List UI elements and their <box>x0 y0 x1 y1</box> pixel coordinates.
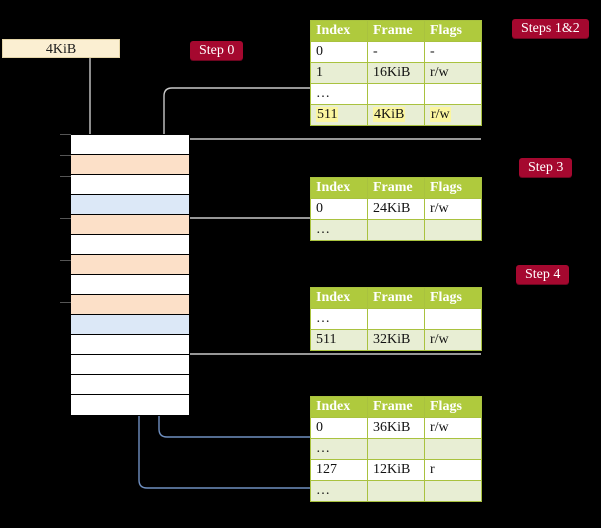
cell-index: … <box>310 219 368 241</box>
memory-tick <box>60 176 71 177</box>
column-header-index: Index <box>310 287 368 309</box>
cell-index: … <box>310 480 368 502</box>
cell-frame: 12KiB <box>367 459 425 481</box>
memory-row <box>71 315 189 335</box>
table-header-row: Index Frame Flags <box>310 177 482 199</box>
badge-step-4: Step 4 <box>516 265 570 284</box>
cell-frame <box>367 480 425 502</box>
table-header-row: Index Frame Flags <box>310 396 482 418</box>
cell-index: 127 <box>310 459 368 481</box>
memory-row <box>71 175 189 195</box>
memory-row <box>71 155 189 175</box>
cell-flags: - <box>424 41 482 63</box>
wire-memory-to-table3-row511 <box>149 353 481 361</box>
cell-flags <box>424 308 482 330</box>
cell-index: … <box>310 438 368 460</box>
memory-row <box>71 295 189 315</box>
cell-frame <box>367 83 425 105</box>
table-row[interactable]: 127 12KiB r <box>310 459 482 481</box>
memory-row <box>71 335 189 355</box>
cell-index: 0 <box>310 417 368 439</box>
table-row[interactable]: 511 32KiB r/w <box>310 329 482 351</box>
table-row[interactable]: 1 16KiB r/w <box>310 62 482 84</box>
cell-index: 0 <box>310 41 368 63</box>
cell-frame: - <box>367 41 425 63</box>
cell-flags <box>424 438 482 460</box>
memory-tick <box>60 218 71 219</box>
cell-flags: r/w <box>424 417 482 439</box>
memory-row <box>71 275 189 295</box>
table-header-row: Index Frame Flags <box>310 20 482 42</box>
badge-steps-1-2: Steps 1&2 <box>512 19 589 38</box>
cell-index: … <box>310 83 368 105</box>
table-row[interactable]: … <box>310 83 482 105</box>
table-header-row: Index Frame Flags <box>310 287 482 309</box>
cell-index: … <box>310 308 368 330</box>
column-header-frame: Frame <box>367 177 425 199</box>
cell-flags-text: r/w <box>430 107 451 122</box>
table-row[interactable]: 0 24KiB r/w <box>310 198 482 220</box>
memory-row <box>71 355 189 375</box>
column-header-index: Index <box>310 177 368 199</box>
memory-row <box>71 395 189 415</box>
cell-frame: 16KiB <box>367 62 425 84</box>
table-row[interactable]: 0 - - <box>310 41 482 63</box>
cell-index: 0 <box>310 198 368 220</box>
cell-frame: 4KiB <box>367 104 425 126</box>
cell-flags: r/w <box>424 104 482 126</box>
page-table-level-3: Index Frame Flags 0 24KiB r/w … <box>310 177 482 241</box>
cell-frame <box>367 438 425 460</box>
cell-frame <box>367 308 425 330</box>
cell-frame: 32KiB <box>367 329 425 351</box>
column-header-frame: Frame <box>367 20 425 42</box>
cell-index: 511 <box>310 329 368 351</box>
column-header-frame: Frame <box>367 396 425 418</box>
table-row[interactable]: … <box>310 480 482 502</box>
page-table-level-2: Index Frame Flags … 511 32KiB r/w <box>310 287 482 351</box>
badge-step-3: Step 3 <box>519 158 573 177</box>
physical-memory-column <box>70 134 190 416</box>
column-header-flags: Flags <box>424 396 482 418</box>
memory-row <box>71 235 189 255</box>
cell-index: 511 <box>310 104 368 126</box>
column-header-flags: Flags <box>424 177 482 199</box>
column-header-flags: Flags <box>424 287 482 309</box>
cell-flags: r/w <box>424 62 482 84</box>
page-table-level-1: Index Frame Flags 0 36KiB r/w … 127 12Ki… <box>310 396 482 502</box>
cell-frame <box>367 219 425 241</box>
cell-frame-text: 4KiB <box>373 107 406 122</box>
memory-tick <box>60 155 71 156</box>
memory-tick <box>60 260 71 261</box>
cell-flags <box>424 480 482 502</box>
cell-flags <box>424 219 482 241</box>
memory-row <box>71 255 189 275</box>
size-label-4kib: 4KiB <box>2 39 120 58</box>
memory-tick <box>60 302 71 303</box>
cell-flags <box>424 83 482 105</box>
column-header-flags: Flags <box>424 20 482 42</box>
table-row[interactable]: … <box>310 308 482 330</box>
wire-memory-to-table1-row511 <box>149 138 481 146</box>
cell-index: 1 <box>310 62 368 84</box>
cell-flags: r/w <box>424 329 482 351</box>
table-row[interactable]: … <box>310 438 482 460</box>
memory-row <box>71 375 189 395</box>
page-table-level-4: Index Frame Flags 0 - - 1 16KiB r/w … <box>310 20 482 126</box>
cell-flags: r <box>424 459 482 481</box>
table-row[interactable]: 0 36KiB r/w <box>310 417 482 439</box>
column-header-index: Index <box>310 396 368 418</box>
memory-row <box>71 215 189 235</box>
table-row[interactable]: … <box>310 219 482 241</box>
cell-flags: r/w <box>424 198 482 220</box>
memory-row <box>71 195 189 215</box>
cell-index-text: 511 <box>316 107 339 122</box>
column-header-frame: Frame <box>367 287 425 309</box>
column-header-index: Index <box>310 20 368 42</box>
memory-tick <box>60 134 71 135</box>
cell-frame: 24KiB <box>367 198 425 220</box>
memory-row <box>71 135 189 155</box>
cell-frame: 36KiB <box>367 417 425 439</box>
table-row[interactable]: 511 4KiB r/w <box>310 104 482 126</box>
badge-step-0: Step 0 <box>190 41 244 60</box>
